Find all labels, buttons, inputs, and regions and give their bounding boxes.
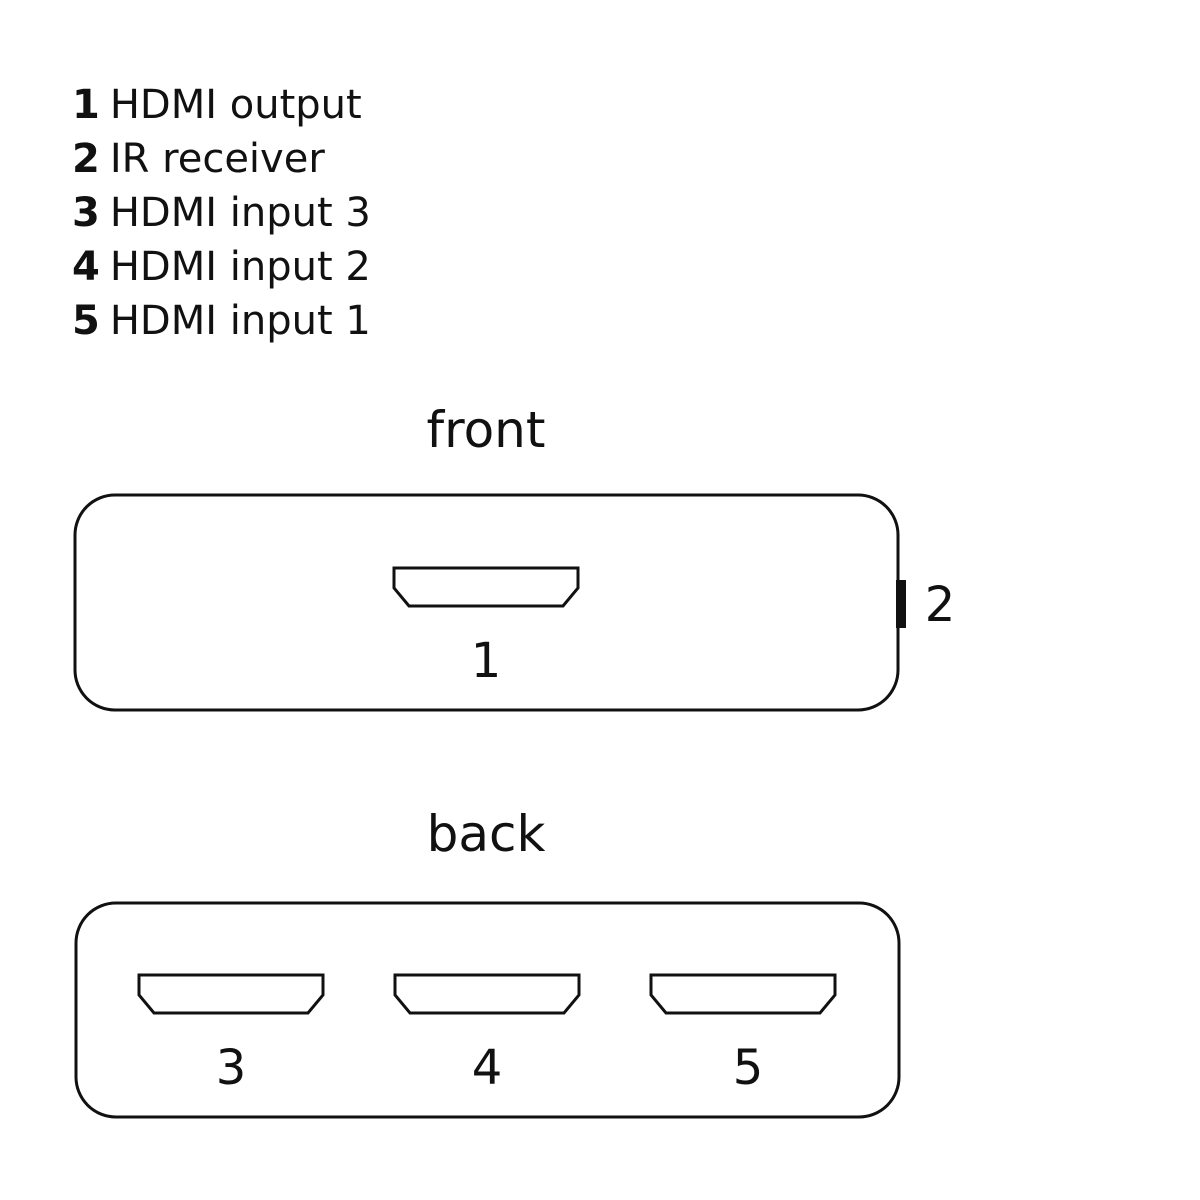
ir-receiver-number: 2 [925, 577, 956, 633]
legend-label: HDMI input 3 [109, 190, 371, 236]
legend-label: HDMI output [109, 82, 362, 128]
ir-receiver-marker [896, 580, 906, 628]
front-view-title: front [426, 401, 546, 459]
hdmi-port-icon [392, 566, 580, 608]
back-view-title: back [426, 805, 546, 863]
hdmi-port-icon [137, 973, 325, 1015]
hdmi-port-icon [649, 973, 837, 1015]
legend-label: HDMI input 2 [109, 244, 371, 290]
legend-number: 3 [72, 190, 100, 236]
legend-number: 5 [72, 298, 100, 344]
legend-number: 2 [72, 136, 100, 182]
back-port-number: 4 [472, 1040, 503, 1096]
front-port-number: 1 [471, 633, 502, 689]
legend-number: 1 [72, 82, 100, 128]
back-port-number: 5 [733, 1040, 764, 1096]
back-device-outline [74, 901, 901, 1119]
legend-label: HDMI input 1 [109, 298, 371, 344]
hdmi-port-icon [393, 973, 581, 1015]
back-port-number: 3 [216, 1040, 247, 1096]
legend-label: IR receiver [109, 136, 325, 182]
legend-number: 4 [72, 244, 100, 290]
